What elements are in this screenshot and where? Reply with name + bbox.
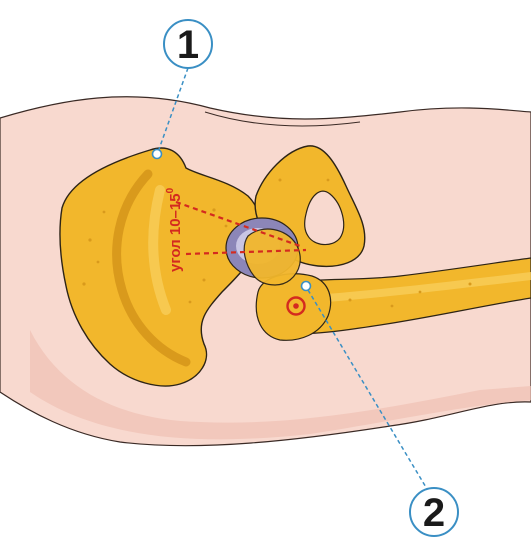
svg-text:угол 10–150: угол 10–150 [165,187,184,272]
callout-1-number: 1 [177,23,199,67]
callout-2-anchor [302,282,311,291]
angle-label: угол 10–150 [165,187,184,272]
callout-2-number: 2 [423,491,445,535]
callout-1-anchor [153,150,162,159]
target-marker-dot [293,303,299,309]
